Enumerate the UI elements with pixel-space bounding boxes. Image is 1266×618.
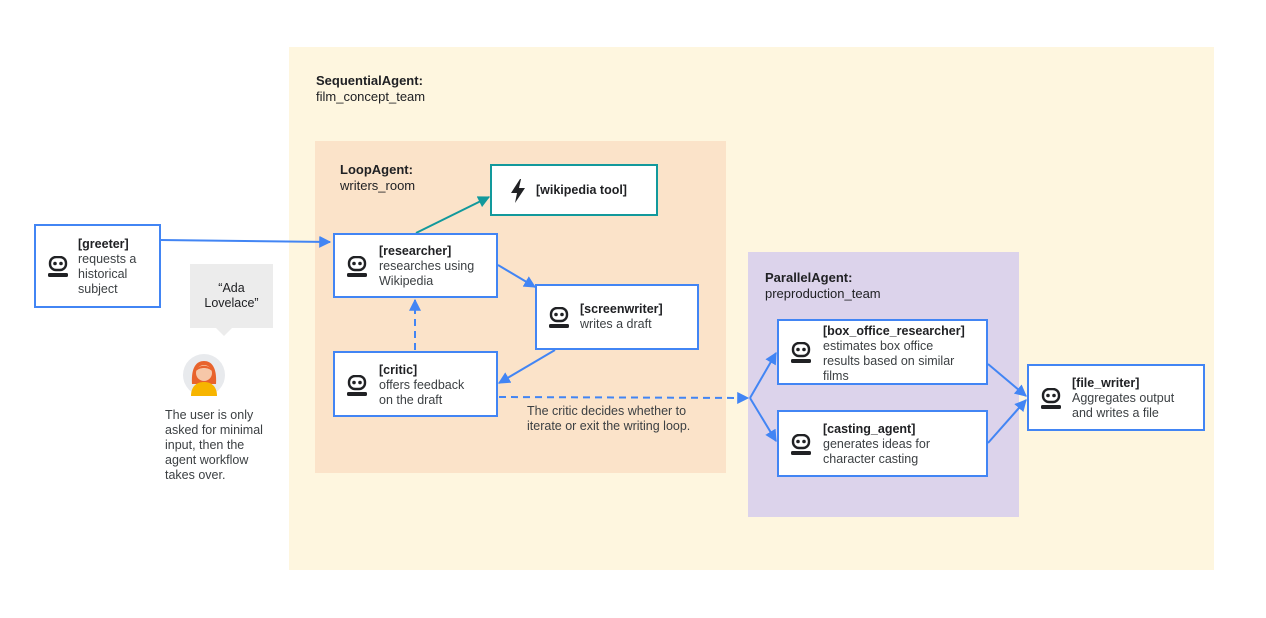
loop-agent-title: LoopAgent: writers_room	[340, 162, 415, 194]
file-writer-name: [file_writer]	[1072, 376, 1140, 390]
researcher-name: [researcher]	[379, 244, 452, 258]
arrow-researcher-to-screenwriter	[497, 264, 537, 288]
robot-icon	[549, 307, 569, 328]
casting-agent-node: [casting_agent] generates ideas for char…	[777, 410, 988, 477]
greeter-agent-node: [greeter] requests a historical subject	[34, 224, 161, 308]
parallel-agent-type: ParallelAgent:	[765, 270, 853, 285]
user-quote: “Ada Lovelace”	[204, 281, 259, 310]
sequential-agent-name: film_concept_team	[316, 89, 426, 104]
robot-icon	[791, 342, 811, 363]
wikipedia-tool-label: [wikipedia tool]	[536, 183, 627, 197]
robot-icon	[347, 256, 367, 277]
user-speech-bubble: “Ada Lovelace”	[190, 264, 273, 336]
box-office-researcher-description: estimates box office results based on si…	[823, 339, 955, 383]
arrow-box-office-to-file-writer	[987, 363, 1027, 397]
speech-bubble-tail	[216, 328, 232, 336]
arrow-researcher-to-tool	[415, 196, 491, 234]
critic-agent-node: [critic] offers feedback on the draft	[333, 351, 498, 417]
loop-agent-name: writers_room	[340, 178, 416, 193]
screenwriter-name: [screenwriter]	[580, 302, 663, 316]
screenwriter-agent-node: [screenwriter] writes a draft	[535, 284, 699, 350]
critic-decision-note: The critic decides whether to iterate or…	[527, 404, 691, 433]
arrow-screenwriter-to-critic	[497, 349, 556, 384]
arrow-greeter-to-researcher	[159, 235, 332, 248]
box-office-researcher-name: [box_office_researcher]	[823, 324, 965, 338]
casting-agent-name: [casting_agent]	[823, 422, 916, 436]
robot-icon	[347, 375, 367, 396]
sequential-agent-type: SequentialAgent:	[316, 73, 423, 88]
file-writer-description: Aggregates output and writes a file	[1072, 391, 1175, 420]
critic-name: [critic]	[379, 363, 418, 377]
arrow-split-to-box-office	[749, 351, 777, 399]
robot-icon	[48, 256, 68, 277]
user-avatar-icon	[183, 354, 225, 396]
robot-icon	[791, 434, 811, 455]
file-writer-agent-node: [file_writer] Aggregates output and writ…	[1027, 364, 1205, 431]
arrow-critic-to-parallel	[498, 391, 750, 404]
casting-agent-description: generates ideas for character casting	[823, 437, 931, 466]
box-office-researcher-agent-node: [box_office_researcher] estimates box of…	[777, 319, 988, 385]
loop-agent-type: LoopAgent:	[340, 162, 413, 177]
greeter-description: requests a historical subject	[78, 252, 137, 296]
parallel-agent-name: preproduction_team	[765, 286, 881, 301]
critic-description: offers feedback on the draft	[379, 378, 465, 407]
user-note: The user is only asked for minimal input…	[165, 408, 263, 482]
sequential-agent-title: SequentialAgent: film_concept_team	[316, 73, 425, 105]
robot-icon	[1041, 388, 1061, 409]
arrow-casting-to-file-writer	[987, 399, 1027, 444]
researcher-agent-node: [researcher] researches using Wikipedia	[333, 233, 498, 298]
lightning-icon	[511, 179, 525, 203]
greeter-name: [greeter]	[78, 237, 129, 251]
arrow-split-to-casting	[749, 397, 777, 443]
researcher-description: researches using Wikipedia	[379, 259, 475, 288]
parallel-agent-title: ParallelAgent: preproduction_team	[765, 270, 881, 302]
wikipedia-tool-node: [wikipedia tool]	[490, 164, 658, 216]
screenwriter-description: writes a draft	[580, 317, 652, 331]
